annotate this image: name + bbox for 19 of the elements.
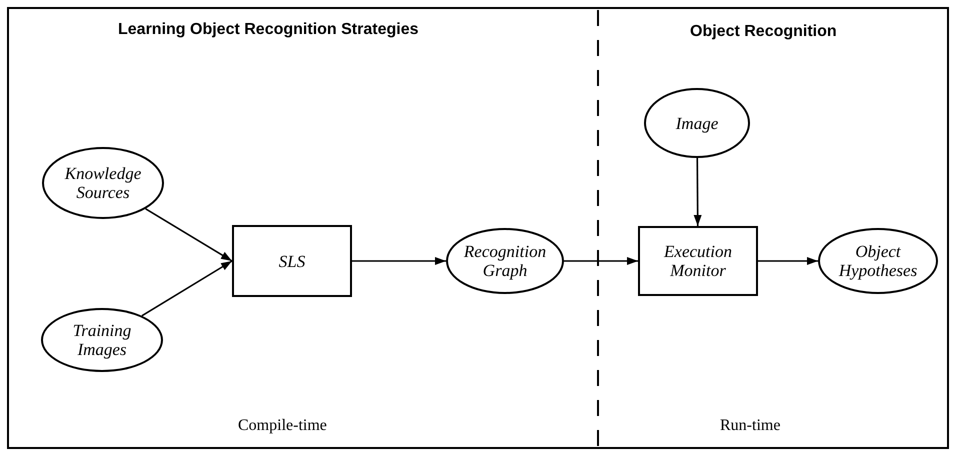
arrow: [564, 257, 638, 265]
process-box: [638, 226, 758, 296]
arrow: [352, 257, 446, 265]
arrow: [758, 257, 818, 265]
node-label: Training Images: [72, 321, 132, 359]
section-heading: Learning Object Recognition Strategies: [118, 20, 418, 40]
node-label: SLS: [278, 252, 306, 270]
phase-label: Run-time: [720, 416, 780, 436]
node-label: Recognition Graph: [462, 242, 548, 280]
arrow: [145, 208, 232, 262]
node-label: Image: [676, 114, 718, 132]
section-heading: Object Recognition: [690, 22, 837, 42]
node-label: Object Hypotheses: [838, 242, 918, 280]
node-label: Knowledge Sources: [64, 164, 142, 202]
process-box: [232, 225, 352, 297]
phase-label: Compile-time: [238, 416, 327, 436]
arrow: [141, 260, 232, 316]
node-label: Execution Monitor: [662, 242, 733, 280]
arrow: [694, 158, 702, 226]
